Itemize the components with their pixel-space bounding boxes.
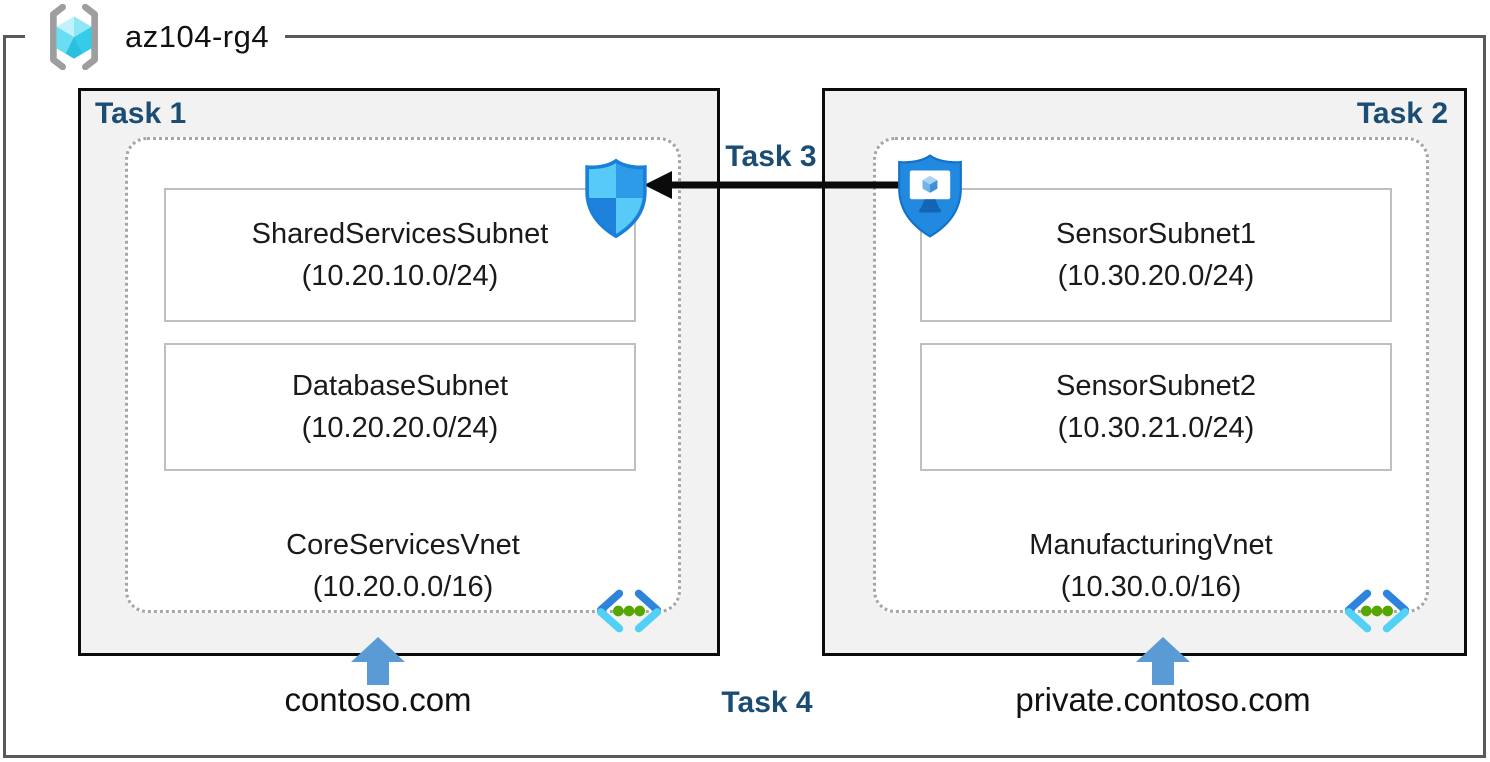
task2-box: Task 2 SensorSubnet1 (10.30.20.0/24) Sen… (822, 88, 1467, 656)
vnet-name: CoreServicesVnet (286, 529, 520, 561)
sensor-subnet2-box: SensorSubnet2 (10.30.21.0/24) (920, 343, 1392, 471)
task2-label: Task 2 (1356, 97, 1448, 130)
subnet-name: SharedServicesSubnet (251, 217, 549, 250)
left-arrow-icon (644, 171, 908, 199)
resource-group-name: az104-rg4 (125, 19, 270, 54)
sensor-subnet1-box: SensorSubnet1 (10.30.20.0/24) (920, 188, 1392, 322)
vnet-cidr: (10.20.0.0/16) (312, 571, 494, 604)
shared-services-subnet-box: SharedServicesSubnet (10.20.10.0/24) (164, 188, 636, 322)
virtual-network-icon (1344, 589, 1410, 633)
subnet-cidr: (10.30.20.0/24) (1057, 260, 1255, 292)
subnet-cidr: (10.20.20.0/24) (301, 412, 499, 444)
manufacturing-vnet-boundary: SensorSubnet1 (10.30.20.0/24) SensorSubn… (873, 137, 1429, 633)
up-arrow-icon (1136, 637, 1190, 685)
vnet-name: ManufacturingVnet (1029, 529, 1273, 561)
virtual-network-icon (596, 589, 662, 633)
vnet-cidr: (10.30.0.0/16) (1060, 571, 1242, 604)
private-contoso-dns-label: private.contoso.com (1015, 681, 1311, 718)
task1-label: Task 1 (95, 97, 187, 130)
core-services-vnet-boundary: SharedServicesSubnet (10.20.10.0/24) Dat… (125, 137, 681, 633)
resource-group-header: az104-rg4 (25, 0, 286, 74)
subnet-cidr: (10.20.10.0/24) (301, 260, 499, 292)
contoso-dns-label: contoso.com (284, 681, 472, 718)
subnet-name: SensorSubnet2 (1056, 369, 1256, 402)
nsg-shield-icon (585, 158, 647, 239)
task4-label: Task 4 (721, 686, 813, 719)
up-arrow-icon (351, 637, 405, 685)
subnet-name: SensorSubnet1 (1056, 217, 1256, 250)
resource-group-icon (50, 4, 98, 70)
subnet-name: DatabaseSubnet (291, 369, 509, 402)
core-services-vnet-label: CoreServicesVnet (10.20.0.0/16) (128, 524, 678, 608)
subnet-cidr: (10.30.21.0/24) (1057, 412, 1255, 444)
task3-label: Task 3 (725, 140, 817, 173)
bastion-shield-icon (898, 154, 962, 238)
resource-group-boundary (3, 35, 1486, 758)
manufacturing-vnet-label: ManufacturingVnet (10.30.0.0/16) (876, 524, 1426, 608)
database-subnet-box: DatabaseSubnet (10.20.20.0/24) (164, 343, 636, 471)
